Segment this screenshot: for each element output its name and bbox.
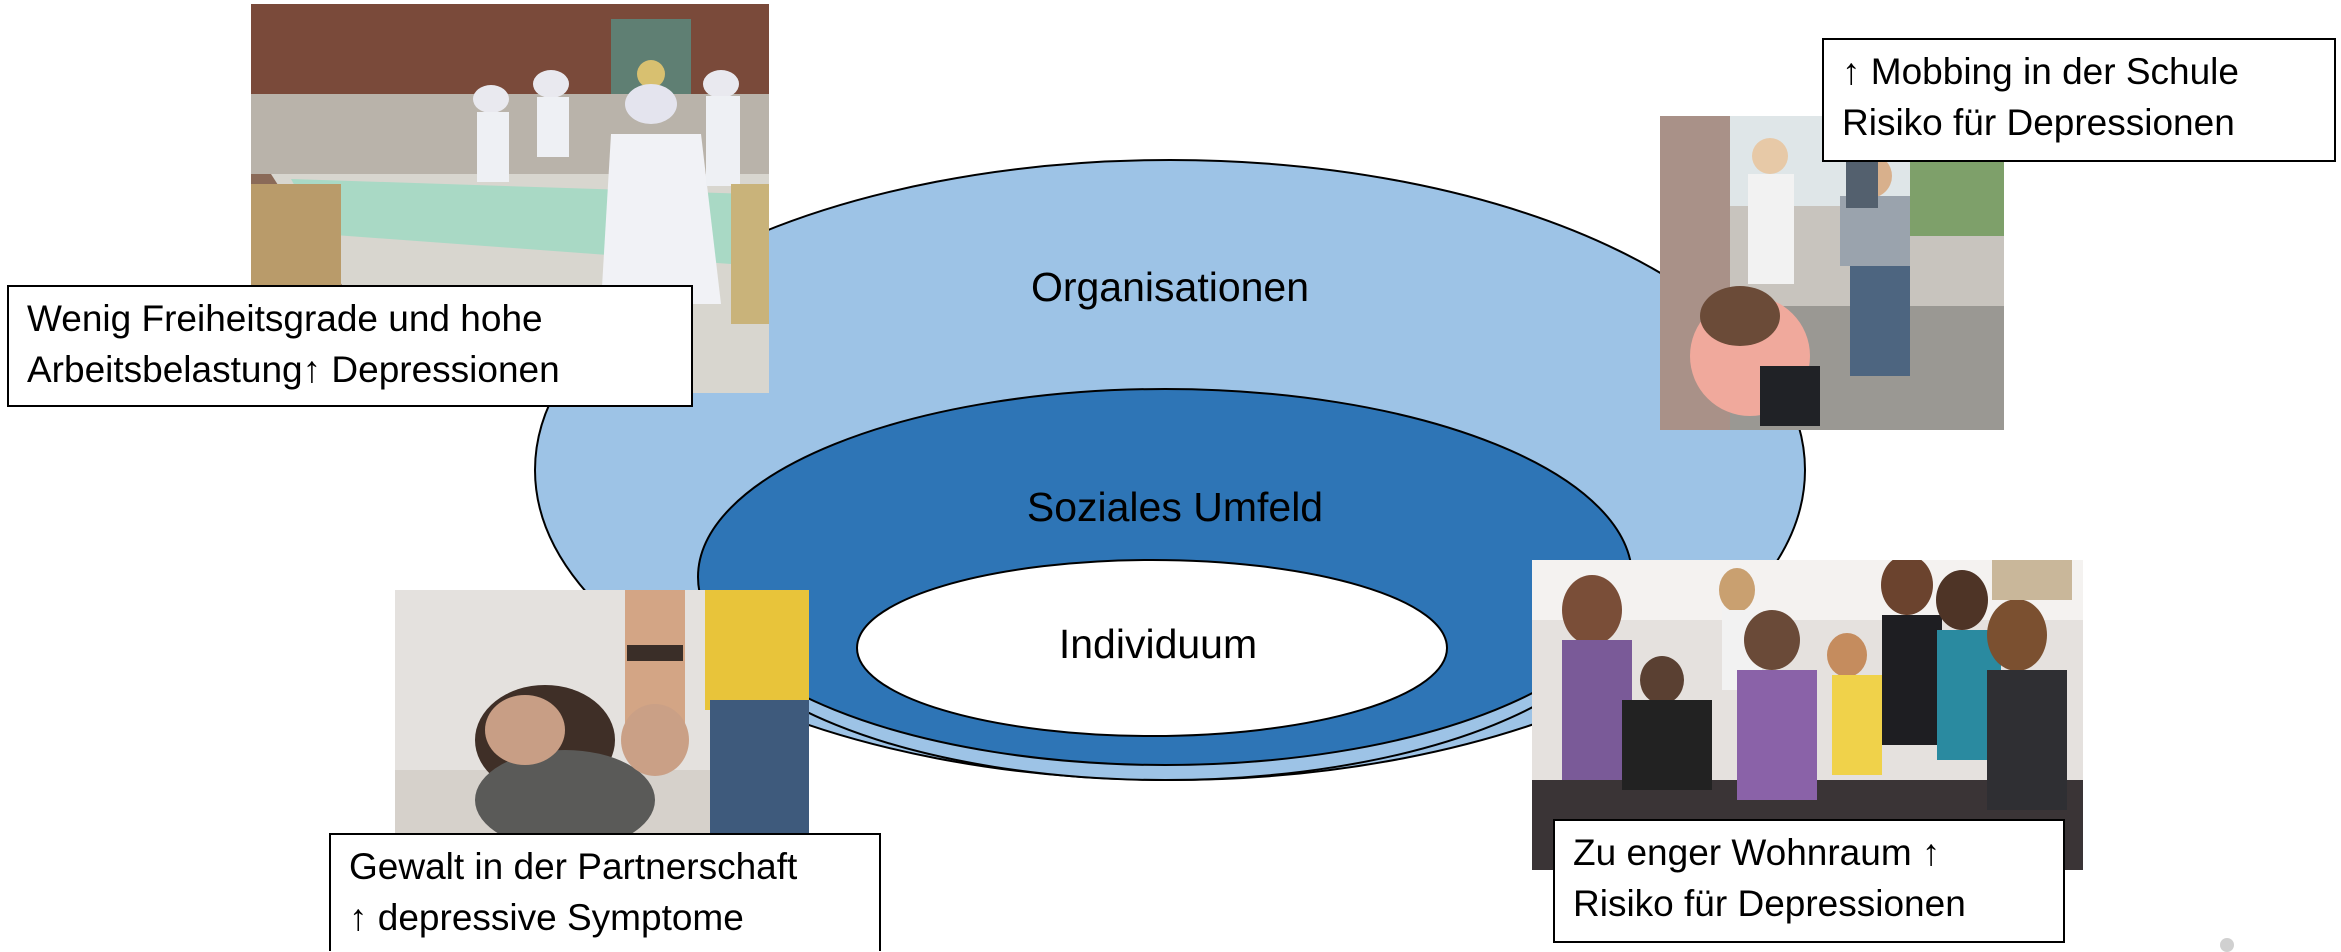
partner-violence-callout-line-1: Gewalt in der Partnerschaft [349,846,798,887]
schoolyard-bullying-photo [1660,116,2004,430]
partner-violence-callout-line-2: ↑ depressive Symptome [349,897,744,938]
inner-ring [856,559,1448,737]
middle-ring-label: Soziales Umfeld [1026,484,1324,530]
work-stress-callout: Wenig Freiheitsgrade und hohe Arbeitsbel… [7,285,693,407]
outer-ring-label: Organisationen [1030,264,1310,310]
inner-ring-label: Individuum [1058,621,1258,667]
work-stress-callout-line-2: Arbeitsbelastung↑ Depressionen [27,349,560,390]
corner-dot [2220,938,2234,952]
work-stress-callout-line-1: Wenig Freiheitsgrade und hohe [27,298,543,339]
partner-violence-callout: Gewalt in der Partnerschaft ↑ depressive… [329,833,881,951]
school-bullying-callout-line-2: Risiko für Depressionen [1842,102,2235,143]
crowded-housing-callout: Zu enger Wohnraum ↑ Risiko für Depressio… [1553,819,2065,943]
crowded-housing-callout-line-2: Risiko für Depressionen [1573,883,1966,924]
school-bullying-callout-line-1: ↑ Mobbing in der Schule [1842,51,2239,92]
domestic-violence-photo [395,590,809,841]
school-bullying-callout: ↑ Mobbing in der Schule Risiko für Depre… [1822,38,2336,162]
crowded-housing-callout-line-1: Zu enger Wohnraum ↑ [1573,832,1941,873]
